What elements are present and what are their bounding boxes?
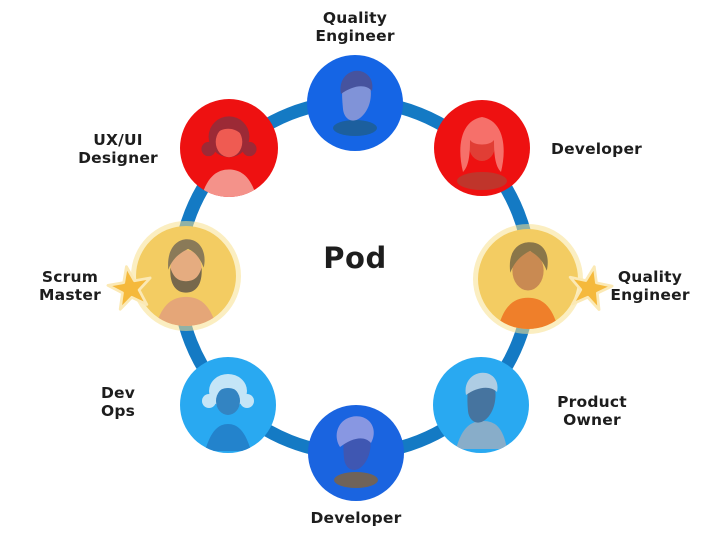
role-circle-scrum-master: [136, 226, 236, 326]
label-quality-engineer-top: Quality Engineer: [295, 9, 415, 45]
label-line: Ops: [100, 401, 136, 420]
person-avatar-icon: [497, 242, 559, 329]
label-scrum-master: Scrum Master: [20, 268, 120, 304]
person-avatar-icon: [333, 70, 377, 136]
label-line: Developer: [310, 509, 402, 527]
role-circle-developer-bottom: [308, 405, 404, 501]
label-line: Product: [557, 393, 627, 411]
label-line: Developer: [551, 140, 643, 158]
role-circle-quality-engineer-right: [478, 229, 578, 329]
label-line: Engineer: [315, 26, 395, 45]
star-icon: [568, 265, 614, 311]
label-developer-right: Developer: [551, 140, 643, 159]
label-line: Master: [39, 285, 101, 304]
pod-center-label: Pod: [323, 241, 387, 275]
star-icon: [106, 265, 152, 311]
person-avatar-icon: [155, 239, 217, 326]
label-line: Quality: [322, 9, 388, 27]
role-circle-dev-ops: [180, 357, 276, 453]
label-line: Dev: [100, 384, 136, 402]
person-avatar-icon: [457, 117, 507, 190]
label-line: Scrum: [41, 268, 99, 286]
role-circle-product-owner: [433, 357, 529, 453]
label-dev-ops: Dev Ops: [68, 384, 168, 420]
label-product-owner: Product Owner: [532, 393, 652, 429]
label-line: Designer: [78, 148, 158, 167]
label-line: Owner: [563, 410, 621, 429]
role-circle-quality-engineer-top: [307, 55, 403, 151]
label-line: Quality: [617, 268, 683, 286]
label-ux-ui-designer: UX/UI Designer: [58, 131, 178, 167]
role-circle-ux-ui-designer: [180, 99, 278, 197]
label-line: Engineer: [610, 285, 690, 304]
person-avatar-icon: [334, 416, 378, 488]
label-developer-bottom: Developer: [296, 509, 416, 528]
person-avatar-icon: [456, 372, 507, 449]
role-circle-developer-right: [434, 100, 530, 196]
person-avatar-icon: [202, 374, 254, 451]
person-avatar-icon: [201, 116, 257, 197]
label-quality-engineer-right: Quality Engineer: [590, 268, 710, 304]
label-line: UX/UI: [93, 131, 143, 149]
